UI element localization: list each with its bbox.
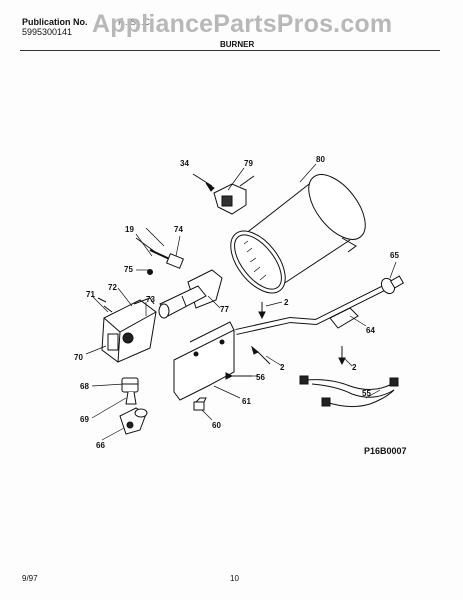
footer-date: 9/97: [22, 574, 38, 583]
diagram-code: P16B0007: [364, 446, 407, 456]
callout-80: 80: [316, 155, 325, 164]
elbow-66: [119, 407, 148, 435]
callout-75: 75: [124, 265, 133, 274]
footer-page-number: 10: [230, 574, 239, 583]
callout-73: 73: [146, 295, 155, 304]
callout-2-top: 2: [284, 298, 289, 307]
screws-2: [251, 302, 346, 366]
callout-19: 19: [125, 225, 134, 234]
section-title: BURNER: [220, 40, 255, 49]
callout-68: 68: [80, 382, 89, 391]
leader-lines: [85, 163, 397, 441]
callout-77: 77: [220, 305, 229, 314]
callout-74: 74: [174, 225, 183, 234]
publication-number: 5995300141: [22, 27, 73, 37]
screw-34: [192, 173, 215, 192]
manifold-pipe-64: [235, 275, 405, 335]
callout-64: 64: [366, 326, 375, 335]
callout-79: 79: [244, 159, 253, 168]
callout-2-middle: 2: [280, 363, 285, 372]
gas-valve-70: [97, 297, 157, 363]
fitting-68: [121, 377, 139, 405]
mounting-plate-61: [173, 321, 235, 401]
callout-56: 56: [256, 373, 265, 382]
publication-label: Publication No.: [22, 17, 88, 27]
callout-34: 34: [180, 159, 189, 168]
callout-72: 72: [108, 283, 117, 292]
callout-61: 61: [242, 397, 251, 406]
callout-labels: 34 79 80 19 74 75 71 72 73 70 77 2 65 64…: [74, 155, 399, 450]
callout-60: 60: [212, 421, 221, 430]
clip-60: [193, 397, 207, 411]
callout-2-right: 2: [352, 363, 357, 372]
header-rule: [20, 50, 440, 51]
burner-bracket-77: [158, 269, 223, 319]
callout-69: 69: [80, 415, 89, 424]
watermark-logo: AppliancePartsPros.com: [92, 10, 393, 38]
wire-harness-55: [299, 375, 399, 408]
model-code: F...S...C: [118, 17, 151, 27]
callout-66: 66: [96, 441, 105, 450]
callout-55: 55: [362, 389, 371, 398]
bracket-79: [213, 175, 255, 215]
callout-71: 71: [86, 290, 95, 299]
callout-70: 70: [74, 353, 83, 362]
burner-tube-80: [230, 173, 366, 294]
callout-65: 65: [390, 251, 399, 260]
igniter-assembly-74: [135, 227, 185, 275]
screw-56: [225, 372, 252, 380]
